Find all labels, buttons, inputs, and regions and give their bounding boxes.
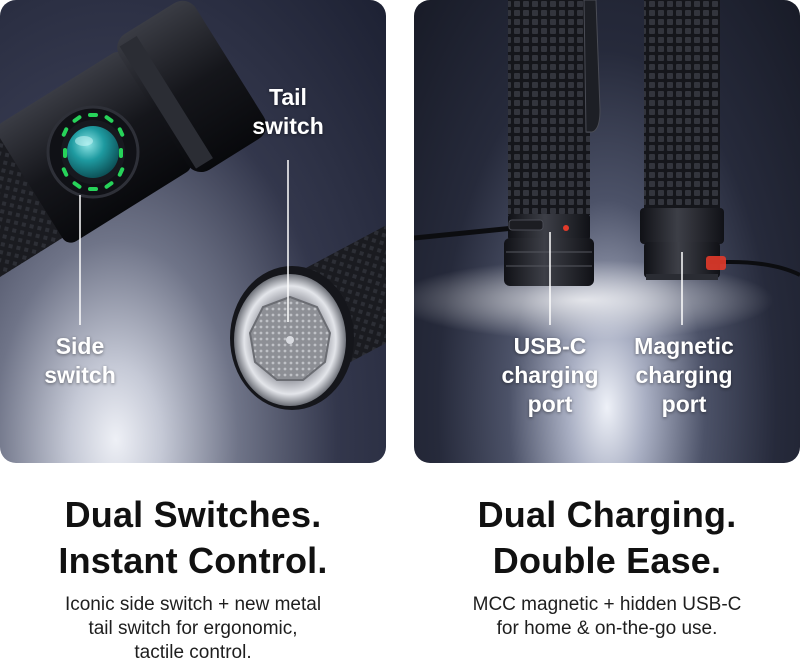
tail-switch-flashlight	[230, 218, 386, 410]
pocket-clip	[583, 0, 601, 133]
magnetic-port-label: Magnetic charging port	[634, 333, 734, 417]
magnetic-flashlight	[640, 0, 800, 280]
dual-charging-headline: Dual Charging. Double Ease.	[477, 494, 737, 581]
charging-indicator-led	[563, 225, 569, 231]
flashlight-switches-illustration	[0, 0, 386, 410]
flashlight-charging-illustration	[414, 0, 800, 340]
photo-dual-switches: Tail switch Side switch	[0, 0, 386, 463]
usb-c-flashlight	[414, 0, 601, 286]
tail-switch-label: Tail switch	[252, 84, 324, 139]
side-switch-button	[46, 105, 140, 199]
magnetic-connector	[706, 256, 726, 270]
dual-switches-headline: Dual Switches. Instant Control.	[58, 494, 328, 581]
side-switch-label: Side switch	[44, 333, 116, 388]
dual-switches-description: Iconic side switch + new metal tail swit…	[64, 594, 322, 663]
usb-c-port-label: USB-C charging port	[501, 333, 599, 417]
photo-dual-charging: USB-C charging port Magnetic charging po…	[414, 0, 800, 463]
magnetic-cable	[710, 260, 800, 277]
dual-charging-description: MCC magnetic + hidden USB-C for home & o…	[472, 594, 742, 639]
led-indicator-ring	[61, 113, 125, 191]
